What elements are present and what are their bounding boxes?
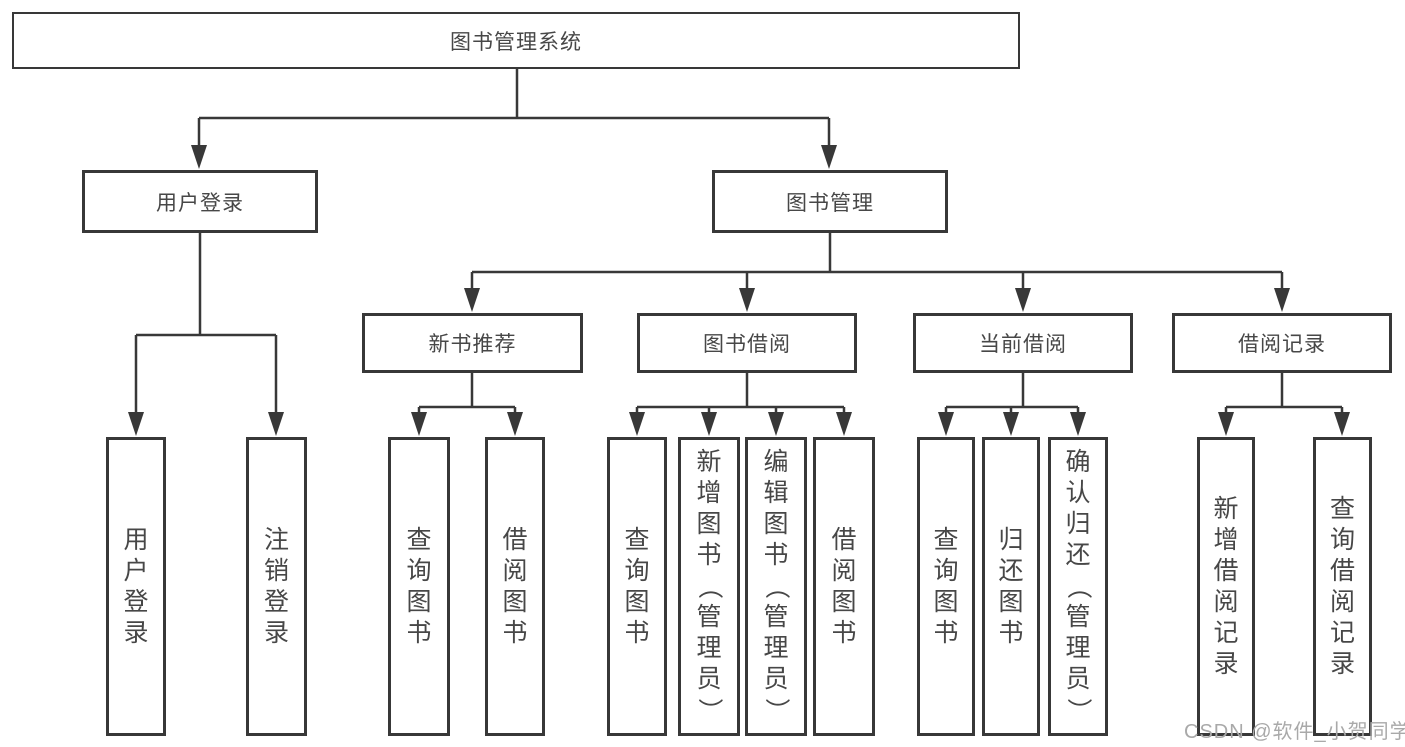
connector-book-borrow-branch (635, 373, 846, 413)
node-label: 查询借阅记录 (1329, 494, 1355, 678)
node-label: 借阅图书 (831, 525, 857, 647)
node-label: 查询图书 (406, 525, 432, 647)
node-borrowing-records: 借阅记录 (1172, 313, 1392, 373)
watermark: CSDN @软件_小贺同学 (1184, 721, 1405, 743)
leaf-add-borrow-record: 新增借阅记录 (1197, 437, 1255, 736)
leaf-borrow-books: 借阅图书 (813, 437, 875, 736)
leaf-confirm-return-admin: 确认归还（管理员） (1048, 437, 1108, 736)
node-book-management: 图书管理 (712, 170, 948, 233)
leaf-add-book-admin: 新增图书（管理员） (678, 437, 740, 736)
node-user-login: 用户登录 (82, 170, 318, 233)
node-label: 用户登录 (123, 525, 149, 647)
node-label: 图书借阅 (703, 333, 791, 356)
node-label: 图书管理 (786, 191, 874, 215)
node-label: 新增借阅记录 (1213, 494, 1239, 678)
leaf-query-borrow-record: 查询借阅记录 (1313, 437, 1372, 736)
connector-user-login-branch (134, 233, 278, 413)
connector-new-book-branch (417, 373, 517, 413)
node-label: 新书推荐 (428, 333, 517, 356)
node-label: 查询图书 (624, 525, 650, 647)
node-label: 确认归还（管理员） (1064, 448, 1093, 723)
leaf-borrow-books-recommend: 借阅图书 (485, 437, 545, 736)
node-book-borrowing: 图书借阅 (637, 313, 857, 373)
node-root-system: 图书管理系统 (12, 12, 1020, 69)
connector-root (197, 69, 831, 146)
connector-borrow-records-branch (1224, 373, 1344, 413)
node-current-borrowing: 当前借阅 (913, 313, 1133, 373)
leaf-query-books-current: 查询图书 (917, 437, 975, 736)
node-label: 图书管理系统 (450, 30, 582, 54)
node-label: 借阅记录 (1238, 333, 1326, 356)
node-label: 当前借阅 (979, 333, 1067, 356)
leaf-logout: 注销登录 (246, 437, 307, 736)
arrowheads (128, 145, 1350, 436)
node-label: 归还图书 (998, 525, 1024, 647)
node-label: 新增图书（管理员） (695, 448, 724, 723)
node-label: 编辑图书（管理员） (762, 448, 791, 723)
connector-book-mgmt-branch (470, 233, 1284, 289)
connector-current-borrow-branch (944, 373, 1080, 413)
leaf-query-books-recommend: 查询图书 (388, 437, 450, 736)
node-label: 查询图书 (933, 525, 959, 647)
node-new-book-recommend: 新书推荐 (362, 313, 583, 373)
leaf-query-books-borrowing: 查询图书 (607, 437, 667, 736)
node-label: 借阅图书 (502, 525, 528, 647)
node-label: 注销登录 (263, 525, 289, 647)
leaf-edit-book-admin: 编辑图书（管理员） (745, 437, 807, 736)
leaf-return-book: 归还图书 (982, 437, 1040, 736)
leaf-user-login: 用户登录 (106, 437, 166, 736)
node-label: 用户登录 (156, 191, 244, 215)
